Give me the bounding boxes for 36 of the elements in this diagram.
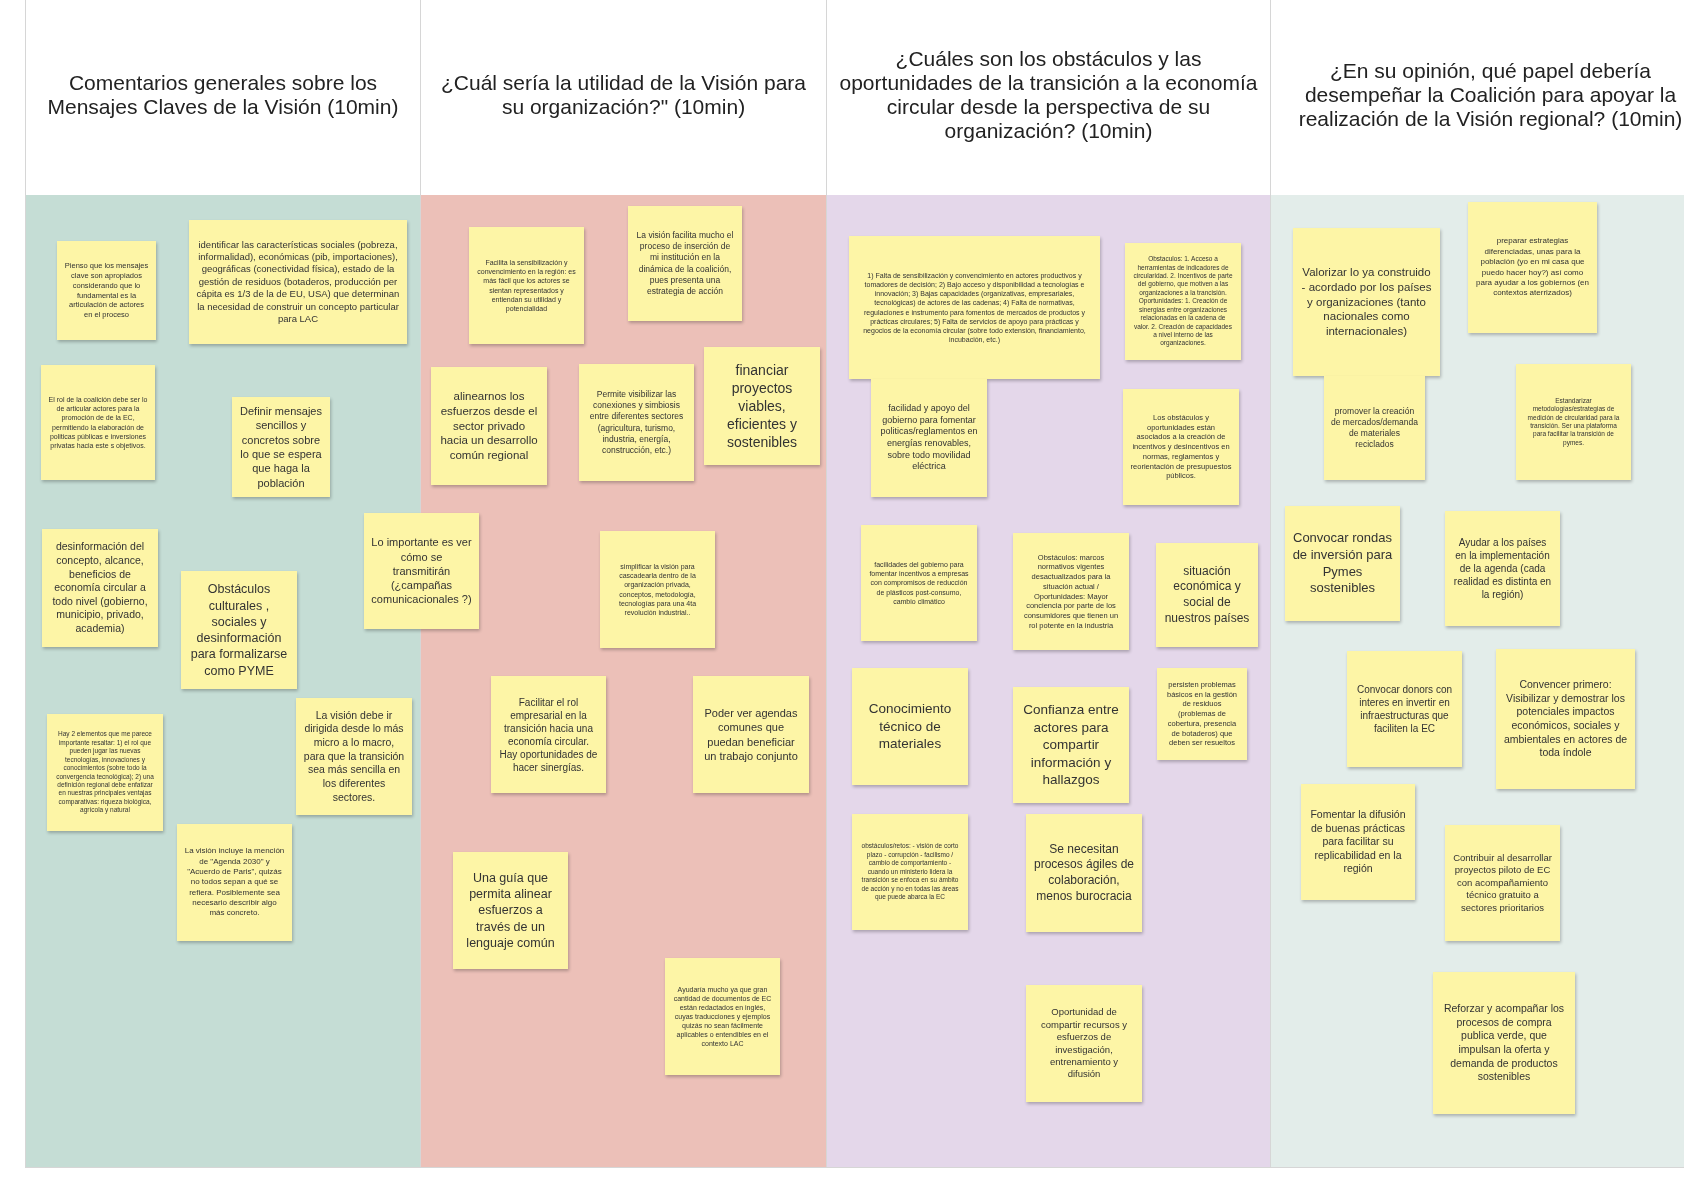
sticky-note: financiar proyectos viables, eficientes y sostenibles	[704, 347, 820, 465]
sticky-note: Oportunidad de compartir recursos y esfuerzos de investigación, entrenamiento y difusión	[1026, 985, 1142, 1102]
sticky-note: Ayudar a los países en la implementación de la agenda (cada realidad es distinta en la región)	[1445, 511, 1560, 626]
sticky-note: Obstáculos culturales , sociales y desinformación para formalizarse como PYME	[181, 571, 297, 689]
sticky-note: Se necesitan procesos ágiles de colaboración, menos burocracia	[1026, 814, 1142, 932]
sticky-note: Poder ver agendas comunes que puedan beneficiar un trabajo conjunto	[693, 676, 809, 793]
sticky-note: La visión debe ir dirigida desde lo más micro a lo macro, para que la transición sea más sencilla en los diferentes sectores.	[296, 698, 412, 815]
sticky-note: alinearnos los esfuerzos desde el sector privado hacia un desarrollo común regional	[431, 367, 547, 485]
sticky-note: promover la creación de mercados/demanda de materiales reciclados	[1324, 376, 1425, 480]
sticky-note: Convocar donors con interes en invertir en infraestructuras que faciliten la EC	[1347, 651, 1462, 767]
sticky-note: preparar estrategias diferenciadas, unas para la población (yo en mi casa que puedo hacer hoy?) así como para ayudar a los gobiernos (en contextos aterrizados)	[1468, 202, 1597, 333]
sticky-note: Permite visibilizar las conexiones y simbiosis entre diferentes sectores (agricultura, turismo, industria, energía, construcción, etc.)	[579, 364, 694, 481]
sticky-note: desinformación del concepto, alcance, beneficios de economía circular a todo nivel (gobierno, municipio, privado, academia)	[42, 529, 158, 647]
column-heading: ¿En su opinión, qué papel debería desempeñar la Coalición para apoyar la realización de la Visión regional? (10min)	[1297, 58, 1684, 132]
sticky-note: Valorizar lo ya construido - acordado por los países y organizaciones (tanto nacionales como internacionales)	[1293, 228, 1440, 376]
sticky-note: Convencer primero: Visibilizar y demostrar los potenciales impactos económicos, sociales y ambientales en actores de toda índole	[1496, 649, 1635, 789]
sticky-note: Confianza entre actores para compartir información y hallazgos	[1013, 687, 1129, 803]
sticky-note: Conocimiento técnico de materiales	[852, 668, 968, 785]
sticky-note: La visión incluye la mención de "Agenda 2030" y "Acuerdo de Paris", quizás no todos sepan a qué se refiera. Posiblemente sea necesario describir algo más concreto.	[177, 824, 292, 941]
sticky-note: Convocar rondas de inversión para Pymes sostenibles	[1285, 506, 1400, 621]
column-panel	[1270, 0, 1684, 1168]
sticky-note: La visión facilita mucho el proceso de inserción de mi institución en la dinámica de la coalición, pues presenta una estrategia de acción	[628, 206, 742, 321]
sticky-note: identificar las características sociales (pobreza, informalidad), económicas (pib, importaciones), geográficas (conectividad física), estado de la gestión de residuos (botaderos, producción per cápita es 1/3 de la de EU, USA) que determinan la necesidad de construir un concepto particular para LAC	[189, 220, 407, 344]
column-heading: ¿Cuáles son los obstáculos y las oportunidades de la transición a la economía circular desde la perspectiva de su organización? (10min)	[838, 46, 1259, 144]
sticky-note: situación económica y social de nuestros países	[1156, 543, 1258, 647]
sticky-note: Reforzar y acompañar los procesos de compra publica verde, que impulsan la oferta y demanda de productos sostenibles	[1433, 972, 1575, 1114]
sticky-note: Fomentar la difusión de buenas prácticas para facilitar su replicabilidad en la región	[1301, 784, 1415, 900]
sticky-note: Una guía que permita alinear esfuerzos a través de un lenguaje común	[453, 852, 568, 969]
sticky-note: Lo importante es ver cómo se transmitirán (¿campañas comunicacionales ?)	[364, 513, 479, 629]
sticky-note: Definir mensajes sencillos y concretos sobre lo que se espera que haga la población	[232, 397, 330, 497]
column-panel	[826, 0, 1270, 1168]
sticky-note: facilidad y apoyo del gobierno para fomentar politicas/reglamentos en energías renovables, sobre todo movilidad eléctrica	[871, 379, 987, 497]
column-heading: Comentarios generales sobre los Mensajes Claves de la Visión (10min)	[46, 70, 400, 120]
sticky-note: Contribuir al desarrollar proyectos piloto de EC con acompañamiento técnico gratuito a sectores prioritarios	[1445, 825, 1560, 941]
sticky-note: Facilitar el rol empresarial en la transición hacia una economía circular. Hay oportunidades de hacer sinergías.	[491, 676, 606, 793]
column-heading: ¿Cuál sería la utilidad de la Visión para su organización?" (10min)	[440, 70, 807, 120]
